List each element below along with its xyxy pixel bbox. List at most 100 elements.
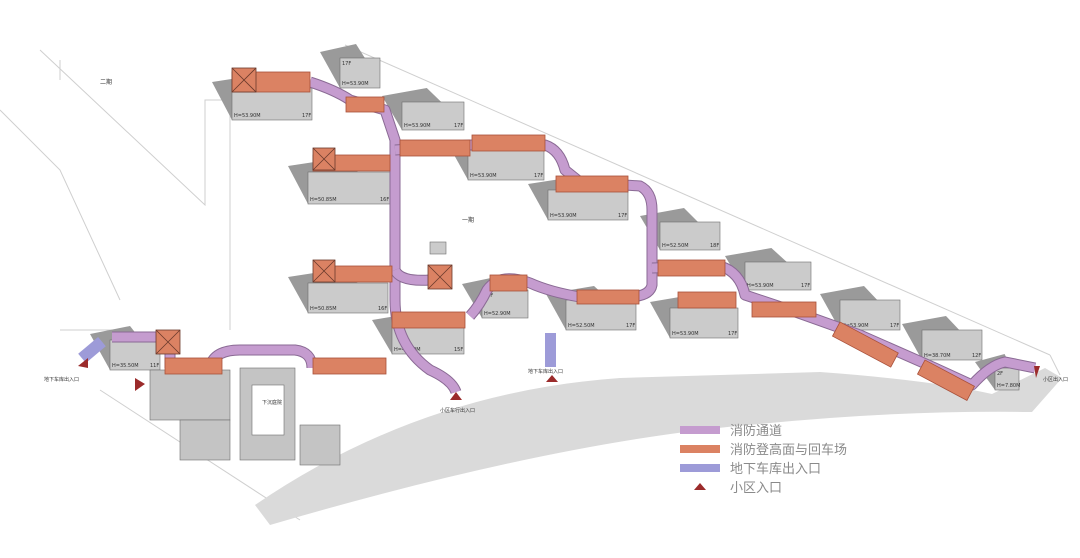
- phase1-label: 一期: [462, 216, 474, 224]
- building-height-label: H=53.90M: [550, 213, 577, 219]
- podium-building: [299, 424, 341, 466]
- legend-label: 消防通道: [730, 424, 783, 439]
- legend-item-entrance: 小区入口: [680, 477, 847, 496]
- legend: 消防通道 消防登高面与回车场 地下车库出入口 小区入口: [680, 420, 847, 496]
- entrance-triangle-icon: [450, 392, 462, 400]
- building-floors-label: 18F: [710, 243, 719, 249]
- buildings-layer: H=53.90M 17F H=53.90M 17F H=53.90M 17F H=50.85…: [90, 44, 1020, 466]
- building: [669, 307, 739, 339]
- building-height-label: H=53.90M: [672, 331, 699, 337]
- rescue-pad: [345, 96, 385, 113]
- building: [659, 221, 721, 251]
- legend-item-fire-lane: 消防通道: [680, 420, 847, 439]
- building-floors-label: 17F: [534, 173, 543, 179]
- garage-swatch: [680, 463, 720, 472]
- garage-entrances: [78, 333, 556, 367]
- garage-entry-mid-label: 地下车库出入口: [528, 368, 563, 375]
- building-floors-label: 15F: [454, 347, 463, 353]
- legend-label: 地下车库出入口: [730, 462, 822, 477]
- building: [339, 57, 381, 89]
- entrance-triangle-icon: [546, 375, 558, 382]
- main-road: [255, 368, 1062, 525]
- building-height-label: H=7.80M: [997, 383, 1020, 389]
- building-floors-label: 17F: [618, 213, 627, 219]
- building: [839, 299, 901, 331]
- podium-building: [149, 369, 231, 421]
- building-floors-label: 17F: [342, 61, 351, 67]
- building-floors-label: 11F: [150, 363, 159, 369]
- building-height-label: H=38.70M: [924, 353, 951, 359]
- building-floors-label: 12F: [972, 353, 981, 359]
- fire-lane: [390, 267, 431, 285]
- podium-building: [179, 419, 231, 461]
- phase2-label: 二期: [100, 78, 112, 86]
- building-floors-label: 17F: [454, 123, 463, 129]
- garage-entry-left-label: 地下车库出入口: [44, 376, 79, 383]
- rescue-pad: [312, 357, 387, 375]
- rescue-pad: [399, 139, 471, 157]
- turnaround-cross-icon: [312, 147, 336, 171]
- rescue-pad: [391, 311, 466, 329]
- rescue-pad: [751, 301, 817, 318]
- building: [307, 282, 389, 314]
- rescue-pad: [657, 259, 726, 277]
- legend-label: 小区入口: [730, 481, 783, 496]
- building: [307, 171, 391, 205]
- rescue-pad-swatch: [680, 444, 720, 453]
- building-floors-label: 16F: [380, 197, 389, 203]
- building-height-label: H=53.90M: [342, 81, 369, 87]
- fire-lane: [205, 345, 317, 369]
- building-floors-label: 17F: [890, 323, 899, 329]
- small-building: [429, 241, 447, 255]
- turnaround-cross-icon: [427, 264, 453, 290]
- community-entry-right-label: 小区出入口: [1043, 376, 1068, 383]
- rescue-pad: [916, 359, 975, 401]
- building-height-label: H=52.50M: [662, 243, 689, 249]
- turnaround-cross-icon: [312, 259, 336, 283]
- entrance-triangle-icon: [78, 358, 88, 368]
- building-floors-label: 16F: [378, 306, 387, 312]
- garage-entrance-mid: [545, 333, 556, 367]
- entrance-triangle-icon: [135, 378, 145, 391]
- entrance-triangle-icon: [680, 483, 720, 491]
- building-height-label: H=50.85M: [310, 306, 337, 312]
- rescue-pad: [831, 321, 899, 368]
- vehicle-entry-label: 小区车行出入口: [440, 407, 475, 414]
- rescue-pad: [555, 175, 629, 193]
- building: [467, 149, 545, 181]
- building-floors-label: 17F: [728, 331, 737, 337]
- sunken-courtyard: [251, 384, 285, 436]
- entrances: [78, 358, 1040, 400]
- building-height-label: H=53.90M: [404, 123, 431, 129]
- turnaround-cross-icon: [231, 67, 257, 93]
- fire-rescue-pads: [155, 67, 975, 401]
- rescue-pad: [576, 289, 640, 305]
- building-height-label: H=52.90M: [484, 311, 511, 317]
- fire-lane-swatch: [680, 425, 720, 434]
- building: [744, 261, 812, 291]
- building-floors-label: 17F: [626, 323, 635, 329]
- entrance-triangle-icon: [1034, 366, 1040, 378]
- sunken-courtyard-label: 下沉庭院: [262, 399, 282, 406]
- building-height-label: H=50.85M: [310, 197, 337, 203]
- rescue-pad: [164, 357, 223, 375]
- legend-label: 消防登高面与回车场: [730, 443, 848, 458]
- building: [109, 339, 161, 371]
- building-height-label: H=53.90M: [747, 283, 774, 289]
- rescue-pad: [489, 274, 528, 292]
- building-height-label: H=52.50M: [568, 323, 595, 329]
- building: [565, 299, 637, 331]
- legend-item-rescue-pad: 消防登高面与回车场: [680, 439, 847, 458]
- building-height-label: H=53.90M: [234, 113, 261, 119]
- rescue-pad: [471, 134, 546, 152]
- legend-item-garage: 地下车库出入口: [680, 458, 847, 477]
- rescue-pad: [677, 291, 737, 309]
- building: [401, 101, 465, 131]
- building-floors-label: 17F: [801, 283, 810, 289]
- building-floors-label: 17F: [302, 113, 311, 119]
- building: [231, 87, 313, 121]
- turnaround-cross-icon: [155, 329, 181, 355]
- building-floors-label: 2F: [997, 371, 1003, 377]
- building-height-label: H=53.90M: [470, 173, 497, 179]
